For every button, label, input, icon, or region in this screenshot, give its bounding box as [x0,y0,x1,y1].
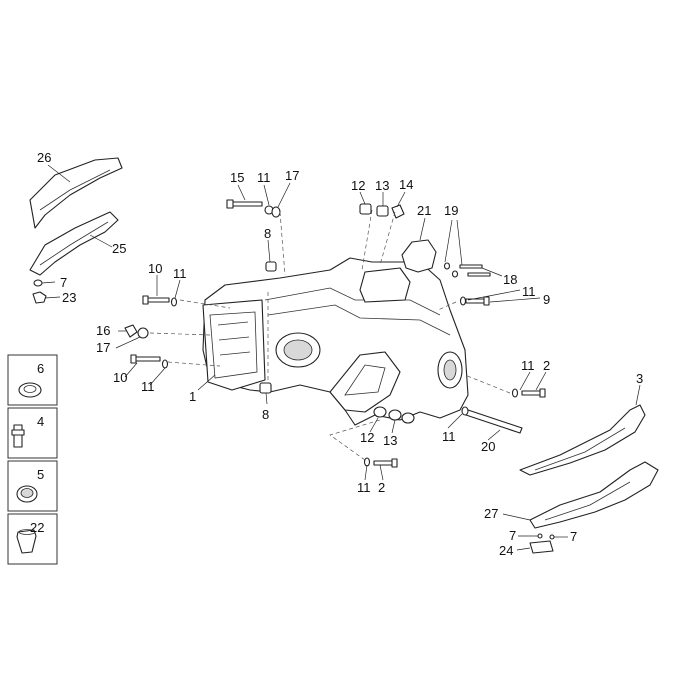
bolt-10-upper [142,295,178,307]
callout-23: 23 [62,290,76,305]
callout-4: 4 [37,414,44,429]
top-bushes [359,203,405,219]
callout-25: 25 [112,241,126,256]
callout-10-upper: 10 [148,261,162,276]
main-frame [202,257,469,426]
detail-box-22 [7,513,58,565]
bolt-9 [459,296,490,306]
upper-side-panel [29,157,123,229]
callout-27: 27 [484,506,498,521]
callout-13-top: 13 [375,178,389,193]
fastener-24 [529,533,555,554]
callout-5: 5 [37,467,44,482]
callout-26: 26 [37,150,51,165]
callout-9: 9 [543,292,550,307]
right-lower-panel [529,461,659,529]
callout-1: 1 [189,389,196,404]
callout-18: 18 [503,272,517,287]
callout-16: 16 [96,323,110,338]
callout-20: 20 [481,439,495,454]
callout-2-lower: 2 [378,480,385,495]
bracket-21 [401,239,437,273]
bolt-15 [226,199,281,218]
callout-7-right-b: 7 [570,529,577,544]
callout-13-bottom: 13 [383,433,397,448]
callout-12-bottom: 12 [360,430,374,445]
callout-labels: 26 25 7 23 6 4 5 22 15 11 17 8 12 13 14 … [30,150,643,558]
callout-3: 3 [636,371,643,386]
callout-11-left-upper: 11 [173,266,187,281]
detail-box-4 [7,407,58,459]
callout-8-top: 8 [264,226,271,241]
bolt-2-lower [363,457,398,468]
callout-7-left: 7 [60,275,67,290]
callout-7-right-a: 7 [509,528,516,543]
callout-10-lower: 10 [113,370,127,385]
callout-24: 24 [499,543,513,558]
callout-11-right-mid: 11 [521,358,535,373]
callout-17-top: 17 [285,168,299,183]
callout-17-left: 17 [96,340,110,355]
lower-side-panel [29,211,119,276]
callout-11-bottom-right: 11 [442,429,456,444]
panel-screw [32,279,47,304]
detail-box-6 [7,354,58,406]
bolt-10-lower [130,354,169,369]
callout-11-right-upper: 11 [522,284,536,299]
callout-11-bottom: 11 [357,480,371,495]
assembly-lines [149,209,511,461]
callout-19: 19 [444,203,458,218]
callout-11-left-lower: 11 [141,379,155,394]
right-upper-panel [519,404,646,476]
callout-11-top: 11 [257,170,271,185]
nut-16-washer-17 [124,324,149,339]
detail-box-5 [7,460,58,512]
spacer-8-lower [259,382,272,394]
callout-21: 21 [417,203,431,218]
leader-lines [41,164,641,551]
callout-6: 6 [37,361,44,376]
spacer-8-upper [265,261,277,272]
bolts-18 [443,262,491,278]
pivot-pin-20 [461,406,523,434]
callout-2-upper: 2 [543,358,550,373]
callout-8-lower: 8 [262,407,269,422]
callout-15: 15 [230,170,244,185]
callout-22: 22 [30,520,44,535]
callout-14: 14 [399,177,413,192]
callout-12-top: 12 [351,178,365,193]
bolt-2-upper [511,388,546,398]
